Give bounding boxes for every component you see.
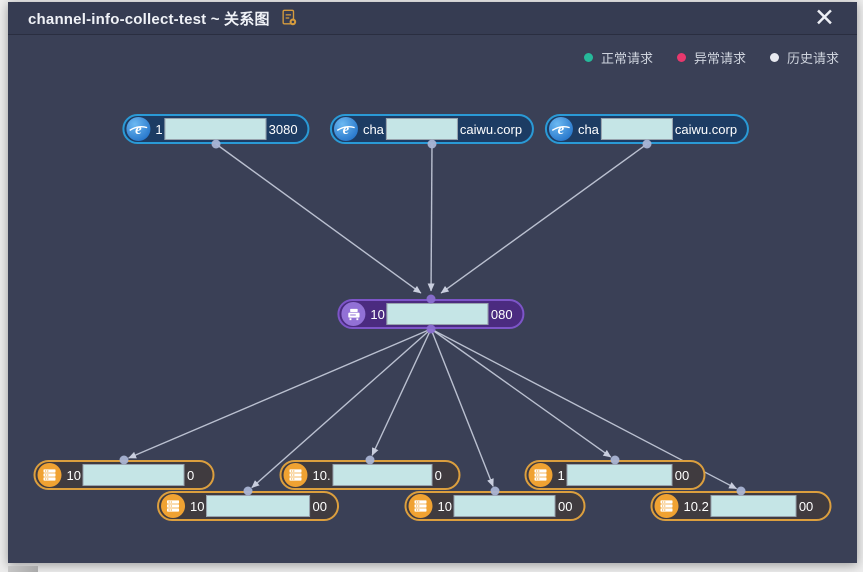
node-label-prefix: 10 (190, 498, 205, 514)
redacted-label-box (566, 464, 673, 486)
graph-node-db-5[interactable]: 1 00 (524, 460, 706, 490)
redacted-label-box (600, 118, 673, 140)
svg-text:e: e (343, 122, 350, 138)
legend: 正常请求 异常请求 历史请求 (583, 48, 839, 67)
svg-text:e: e (558, 122, 565, 138)
node-label-prefix: 1 (557, 467, 565, 483)
database-icon (283, 463, 308, 487)
database-icon (528, 463, 553, 487)
legend-label: 历史请求 (786, 51, 839, 66)
node-label-prefix: cha (362, 121, 384, 137)
redacted-label-box (386, 303, 489, 325)
redacted-label-box (164, 118, 267, 140)
redacted-label-box (453, 495, 556, 517)
database-icon (161, 494, 186, 518)
legend-item-abnormal[interactable]: 异常请求 (676, 48, 746, 67)
legend-label: 异常请求 (693, 51, 746, 66)
ie-browser-icon: e (333, 117, 358, 141)
legend-label: 正常请求 (600, 51, 653, 66)
graph-node-service-1[interactable]: 10 080 (337, 299, 525, 329)
close-icon[interactable]: ✕ (814, 4, 835, 32)
node-label-prefix: 10 (437, 498, 452, 514)
node-label-suffix: 0 (186, 467, 195, 483)
report-document-icon[interactable] (280, 9, 298, 27)
node-label-prefix: 10 (66, 467, 81, 483)
background-page-fragment (8, 566, 38, 572)
graph-node-db-3[interactable]: 10.0 (279, 460, 461, 490)
database-icon (408, 494, 433, 518)
graph-node-db-2[interactable]: 10 00 (157, 491, 339, 521)
node-label-suffix: 00 (557, 498, 573, 514)
graph-node-db-4[interactable]: 10 00 (404, 491, 586, 521)
database-icon (654, 494, 679, 518)
node-label-prefix: 1 (155, 121, 163, 137)
normal-request-dot-icon (583, 53, 593, 62)
ie-browser-icon: e (126, 117, 151, 141)
node-label-suffix: 00 (312, 498, 327, 514)
svg-text:e: e (135, 122, 142, 138)
printer-service-icon (341, 302, 366, 326)
redacted-label-box (710, 495, 797, 517)
legend-item-normal[interactable]: 正常请求 (583, 48, 653, 67)
abnormal-request-dot-icon (676, 53, 686, 62)
database-icon (37, 463, 62, 487)
node-label-suffix: 00 (798, 498, 814, 514)
modal-titlebar: channel-info-collect-test ~ 关系图 ✕ (8, 2, 857, 35)
node-label-suffix: 3080 (268, 121, 298, 137)
node-label-prefix: 10. (312, 467, 331, 483)
legend-item-history[interactable]: 历史请求 (769, 48, 839, 67)
node-label-prefix: 10.2 (683, 498, 709, 514)
redacted-label-box (82, 464, 185, 486)
node-label-prefix: 10 (370, 306, 385, 322)
relation-graph-modal: channel-info-collect-test ~ 关系图 ✕ 正常请求 异… (8, 2, 857, 563)
redacted-label-box (385, 118, 458, 140)
node-label-prefix: cha (577, 121, 599, 137)
node-label-suffix: caiwu.corp (459, 121, 523, 137)
modal-title: channel-info-collect-test ~ 关系图 (28, 10, 270, 28)
node-label-suffix: caiwu.corp (674, 121, 738, 137)
node-label-suffix: 0 (434, 467, 442, 483)
graph-node-db-6[interactable]: 10.2 00 (650, 491, 832, 521)
ie-browser-icon: e (548, 117, 573, 141)
node-label-suffix: 00 (674, 467, 690, 483)
redacted-label-box (206, 495, 311, 517)
history-request-dot-icon (769, 53, 779, 62)
graph-node-db-1[interactable]: 10 0 (33, 460, 215, 490)
node-label-suffix: 080 (490, 306, 513, 322)
redacted-label-box (332, 464, 433, 486)
